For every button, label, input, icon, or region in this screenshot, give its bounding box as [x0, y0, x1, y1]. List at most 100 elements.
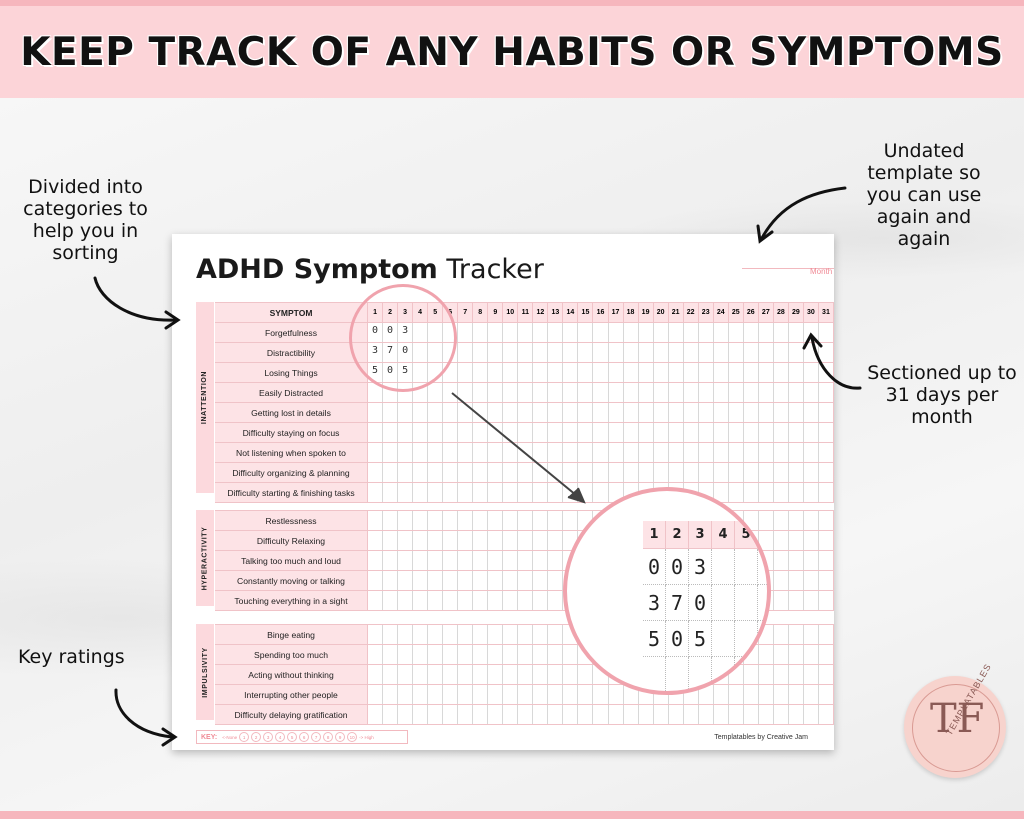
day-cell[interactable]: [413, 551, 429, 570]
day-cell[interactable]: [774, 463, 789, 482]
day-cell[interactable]: [789, 383, 804, 402]
day-cell[interactable]: [624, 463, 639, 482]
day-cell[interactable]: [428, 571, 444, 590]
day-cell[interactable]: [714, 383, 729, 402]
day-cell[interactable]: [654, 383, 669, 402]
day-cell[interactable]: [503, 443, 519, 462]
day-cell[interactable]: [729, 483, 744, 502]
day-cell[interactable]: [563, 463, 579, 482]
day-cell[interactable]: [609, 343, 624, 362]
day-cell[interactable]: [639, 705, 654, 724]
day-cell[interactable]: [548, 645, 564, 664]
day-cell[interactable]: [473, 363, 489, 382]
day-cell[interactable]: [518, 343, 534, 362]
day-cell[interactable]: [458, 665, 474, 684]
day-cell[interactable]: [443, 645, 459, 664]
day-cell[interactable]: [744, 705, 759, 724]
day-cell[interactable]: [804, 665, 819, 684]
day-cell[interactable]: [563, 403, 579, 422]
day-cell[interactable]: [578, 705, 594, 724]
day-cell[interactable]: [774, 665, 789, 684]
day-cell[interactable]: [518, 383, 534, 402]
day-cell[interactable]: [533, 343, 549, 362]
day-cell[interactable]: [563, 483, 579, 502]
day-cell[interactable]: [759, 625, 774, 644]
day-cell[interactable]: [443, 443, 459, 462]
day-cell[interactable]: [609, 323, 624, 342]
day-cell[interactable]: [774, 645, 789, 664]
day-cell[interactable]: [609, 463, 624, 482]
day-cell[interactable]: [759, 483, 774, 502]
day-cell[interactable]: [458, 483, 474, 502]
day-cell[interactable]: [654, 705, 669, 724]
day-cell[interactable]: [819, 483, 834, 502]
day-cell[interactable]: [654, 463, 669, 482]
day-cell[interactable]: [368, 645, 384, 664]
day-cell[interactable]: [368, 705, 384, 724]
day-cell[interactable]: [428, 645, 444, 664]
day-cell[interactable]: [458, 705, 474, 724]
day-cell[interactable]: [548, 423, 564, 442]
day-cell[interactable]: [789, 323, 804, 342]
day-cell[interactable]: [428, 551, 444, 570]
day-cell[interactable]: [624, 705, 639, 724]
day-cell[interactable]: [533, 531, 549, 550]
day-cell[interactable]: [413, 571, 429, 590]
day-cell[interactable]: [443, 383, 459, 402]
day-cell[interactable]: [428, 531, 444, 550]
day-cell[interactable]: [443, 571, 459, 590]
day-cell[interactable]: [443, 591, 459, 610]
day-cell[interactable]: [759, 591, 774, 610]
day-cell[interactable]: [383, 645, 399, 664]
day-cell[interactable]: [503, 665, 519, 684]
day-cell[interactable]: [729, 463, 744, 482]
day-cell[interactable]: [804, 625, 819, 644]
day-cell[interactable]: [593, 483, 609, 502]
day-cell[interactable]: [428, 463, 444, 482]
day-cell[interactable]: [759, 531, 774, 550]
day-cell[interactable]: [473, 591, 489, 610]
day-cell[interactable]: [398, 403, 414, 422]
day-cell[interactable]: [443, 685, 459, 704]
day-cell[interactable]: [488, 571, 504, 590]
day-cell[interactable]: [669, 383, 684, 402]
day-cell[interactable]: [473, 645, 489, 664]
day-cell[interactable]: [443, 531, 459, 550]
day-cell[interactable]: [503, 685, 519, 704]
day-cell[interactable]: [413, 665, 429, 684]
day-cell[interactable]: [819, 625, 834, 644]
day-cell[interactable]: [458, 463, 474, 482]
day-cell[interactable]: [473, 511, 489, 530]
day-cell[interactable]: [684, 705, 699, 724]
day-cell[interactable]: [759, 645, 774, 664]
day-cell[interactable]: [699, 323, 714, 342]
day-cell[interactable]: [669, 403, 684, 422]
day-cell[interactable]: [563, 443, 579, 462]
day-cell[interactable]: [398, 551, 414, 570]
day-cell[interactable]: [443, 551, 459, 570]
day-cell[interactable]: [819, 511, 834, 530]
day-cell[interactable]: [774, 685, 789, 704]
day-cell[interactable]: [729, 343, 744, 362]
day-cell[interactable]: [774, 591, 789, 610]
day-cell[interactable]: [443, 665, 459, 684]
day-cell[interactable]: [533, 483, 549, 502]
day-cell[interactable]: [533, 403, 549, 422]
day-cell[interactable]: [789, 705, 804, 724]
day-cell[interactable]: [488, 383, 504, 402]
day-cell[interactable]: [428, 403, 444, 422]
day-cell[interactable]: [714, 705, 729, 724]
day-cell[interactable]: [548, 323, 564, 342]
day-cell[interactable]: [669, 463, 684, 482]
day-cell[interactable]: [804, 685, 819, 704]
day-cell[interactable]: [368, 443, 384, 462]
day-cell[interactable]: [488, 423, 504, 442]
day-cell[interactable]: [759, 343, 774, 362]
day-cell[interactable]: [503, 591, 519, 610]
day-cell[interactable]: [639, 363, 654, 382]
day-cell[interactable]: [744, 665, 759, 684]
day-cell[interactable]: [413, 625, 429, 644]
day-cell[interactable]: [804, 383, 819, 402]
day-cell[interactable]: [428, 591, 444, 610]
day-cell[interactable]: [789, 443, 804, 462]
